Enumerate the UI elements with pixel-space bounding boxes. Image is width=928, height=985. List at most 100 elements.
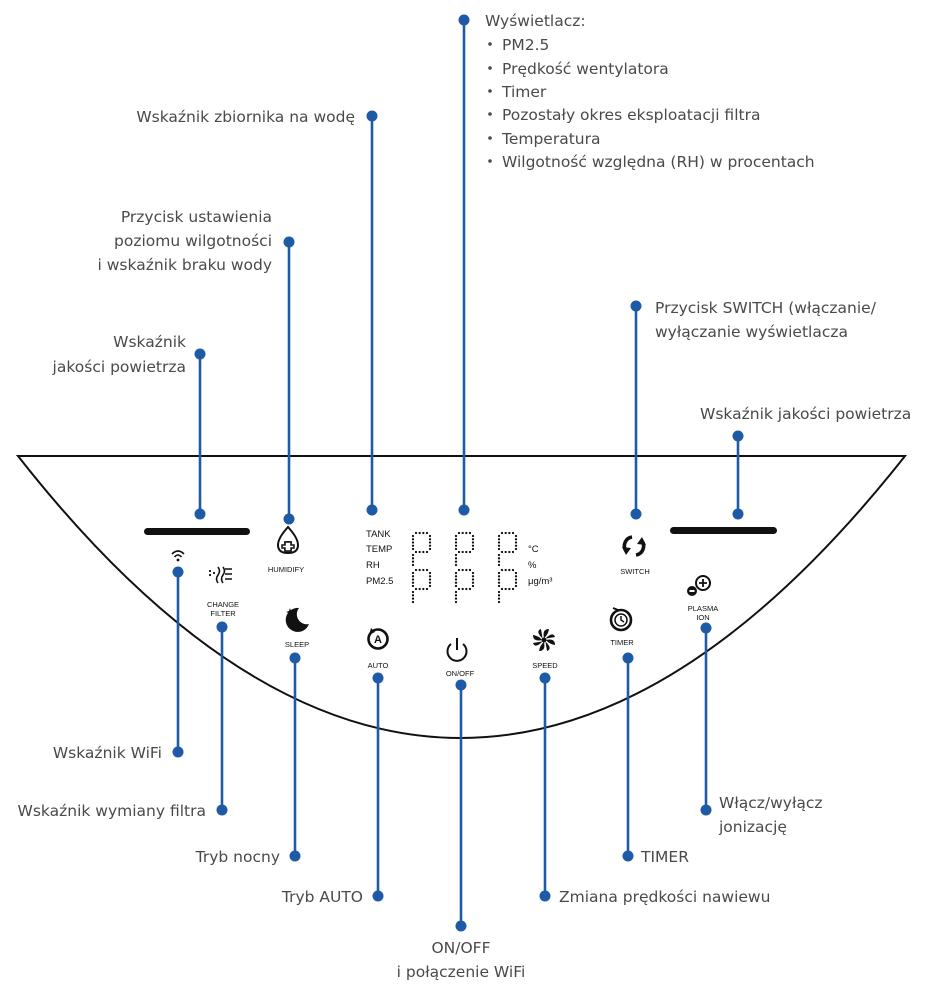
segment-dot	[511, 531, 515, 535]
segment-dot	[465, 531, 468, 535]
filter-change-callout: Wskaźnik wymiany filtra	[18, 802, 206, 820]
segment-dot	[454, 563, 458, 567]
segment-dot	[428, 584, 432, 588]
segment-dot	[428, 571, 432, 575]
segment-dot	[411, 541, 415, 544]
night-mode-callout: Tryb nocny	[195, 848, 280, 866]
humidify-drop-icon[interactable]	[276, 525, 300, 555]
segment-dot	[514, 581, 518, 584]
segment-dot	[504, 531, 507, 535]
switch-callout-1: Przycisk SWITCH (włączanie/	[655, 299, 877, 317]
segment-dot	[511, 587, 515, 591]
segment-dot	[471, 534, 475, 538]
segment-dot	[454, 557, 458, 560]
segment-dot	[465, 587, 468, 591]
segment-dot	[414, 531, 418, 535]
switch-callout-2: wyłączanie wyświetlacza	[655, 323, 848, 341]
segment-dot	[468, 587, 472, 591]
air-quality-bar-left	[144, 528, 250, 535]
segment-dot	[411, 563, 415, 567]
segment-dot	[418, 568, 421, 572]
segment-dot	[497, 553, 501, 557]
segment-dot	[428, 534, 432, 538]
segment-dot	[425, 531, 429, 535]
display-item-3: Timer	[501, 83, 547, 101]
segment-dot	[465, 568, 468, 572]
segment-dot	[471, 547, 475, 551]
segment-dot	[471, 538, 475, 541]
segment-dot	[514, 534, 518, 538]
segment-dot	[508, 531, 511, 535]
segment-dot	[504, 550, 507, 554]
display-callout-title: Wyświetlacz:	[485, 12, 586, 30]
segment-dot	[471, 584, 475, 588]
segment-dot	[454, 547, 458, 551]
segment-dot	[454, 541, 458, 544]
segment-dot	[461, 531, 464, 535]
segment-dot	[504, 568, 507, 572]
humidity-callout-1: Przycisk ustawienia	[121, 208, 272, 226]
air-quality-left-callout-1: Wskaźnik	[113, 333, 186, 351]
segment-dot	[454, 600, 458, 604]
segment-dot	[471, 575, 475, 578]
change-filter-label-2: FILTER	[210, 609, 236, 618]
segment-dot	[454, 560, 458, 563]
timer-icon[interactable]	[609, 607, 633, 632]
onoff-label: ON/OFF	[446, 669, 475, 678]
water-tank-callout: Wskaźnik zbiornika na wodę	[136, 108, 355, 126]
display-label-tank: TANK	[366, 529, 391, 540]
segment-dot	[422, 568, 425, 572]
auto-label: AUTO	[368, 661, 389, 670]
segment-dot	[497, 575, 501, 578]
segment-dot	[454, 538, 458, 541]
segment-dot	[454, 534, 458, 538]
humidity-callout-3: i wskaźnik braku wody	[98, 256, 273, 274]
segment-dot	[425, 587, 429, 591]
segment-dot	[411, 578, 415, 581]
segment-dot	[411, 560, 415, 563]
auto-icon[interactable]: A	[367, 628, 389, 650]
wifi-icon	[171, 550, 185, 562]
segment-dot	[468, 568, 472, 572]
display-unit-pm: μg/m³	[528, 576, 552, 587]
segment-dot	[497, 557, 501, 560]
display-item-4: Pozostały okres eksploatacji filtra	[502, 106, 760, 124]
segment-dot	[465, 550, 468, 554]
segment-dot	[422, 531, 425, 535]
segment-dot	[411, 547, 415, 551]
segment-dot	[497, 594, 501, 597]
segment-dot	[514, 541, 518, 544]
change-filter-label-1: CHANGE	[207, 600, 239, 609]
segment-dot	[500, 587, 504, 591]
segment-dot	[471, 541, 475, 544]
segment-dot	[411, 581, 415, 584]
segment-dot	[508, 587, 511, 591]
filter-icon[interactable]	[208, 566, 232, 584]
segment-dot	[497, 534, 501, 538]
segment-dot	[457, 568, 461, 572]
segment-dot	[471, 578, 475, 581]
air-quality-right-callout: Wskaźnik jakości powietrza	[700, 405, 911, 423]
segment-dot	[461, 587, 464, 591]
segment-dot	[457, 550, 461, 554]
segment-dot	[454, 597, 458, 600]
segment-dot	[411, 553, 415, 557]
plasma-ion-icon[interactable]	[687, 575, 711, 596]
segment-dot	[454, 590, 458, 594]
segment-dot	[425, 550, 429, 554]
ionization-callout-2: jonizację	[718, 818, 787, 836]
display-label-pm25: PM2.5	[366, 576, 393, 587]
display-label-rh: RH	[366, 560, 380, 571]
display-label-temp: TEMP	[366, 544, 392, 555]
switch-icon[interactable]	[622, 535, 646, 557]
air-quality-left-callout-2: jakości powietrza	[52, 358, 186, 376]
power-icon[interactable]	[446, 638, 468, 662]
segment-dot	[428, 581, 432, 584]
fan-icon[interactable]	[533, 629, 555, 651]
segment-dot	[500, 568, 504, 572]
humidify-label: HUMIDIFY	[268, 565, 304, 574]
segment-dot	[514, 584, 518, 588]
moon-icon[interactable]	[285, 607, 309, 632]
segment-dot	[411, 575, 415, 578]
